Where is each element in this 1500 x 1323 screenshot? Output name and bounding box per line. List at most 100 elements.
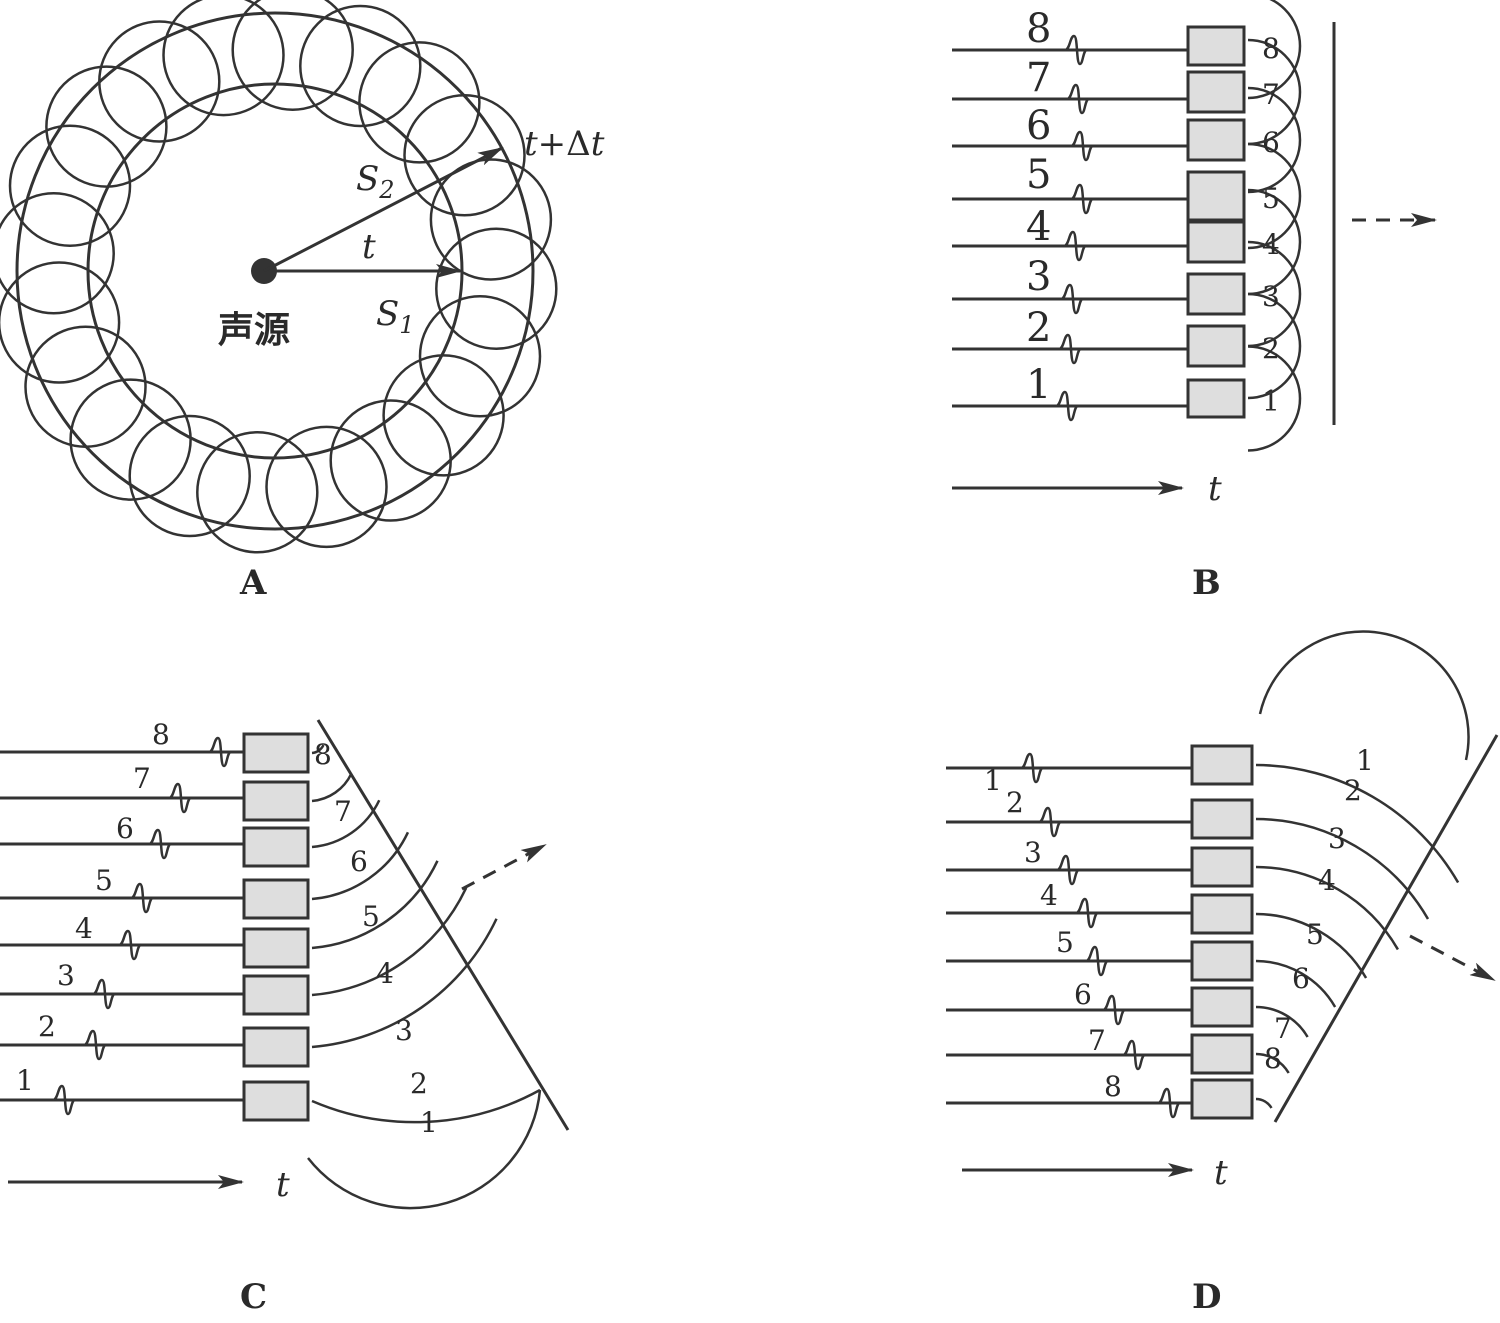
wavelet-arc: [311, 773, 353, 803]
wavelet-circle: [299, 4, 422, 128]
wavelet-circle: [24, 325, 147, 448]
panel-d-label: D: [1192, 1277, 1221, 1317]
transducer-element: [242, 878, 310, 920]
delay-squiggle: [1070, 183, 1094, 215]
transducer-element: [1190, 940, 1254, 982]
transducer-element: [1190, 1033, 1254, 1075]
wavelet-circle: [358, 41, 481, 164]
transducer-element: [1186, 25, 1246, 67]
wavelet-circle: [196, 431, 319, 554]
wavelet-arc: [1255, 817, 1430, 920]
transducer-element: [1190, 1078, 1254, 1120]
element-number: 7: [1088, 1024, 1106, 1057]
wavelet-arc: [1247, 188, 1302, 296]
transducer-element: [1190, 744, 1254, 786]
panel-b-label: B: [1192, 563, 1221, 603]
wavelet-arc: [1247, 0, 1302, 100]
wavelet-arc: [311, 1088, 541, 1124]
transducer-element: [1186, 220, 1246, 264]
wavelet-circle: [435, 227, 558, 350]
element-number: 5: [95, 864, 113, 897]
wavelet-arc: [311, 860, 439, 950]
wavelet-circle: [8, 124, 132, 247]
transducer-element: [242, 1026, 310, 1068]
delay-squiggle: [83, 1029, 107, 1061]
wavelet-number: 5: [1306, 918, 1324, 951]
wavelet-number: 7: [334, 795, 352, 828]
wavelet-arc: [1255, 1097, 1273, 1109]
element-number: 8: [1104, 1070, 1122, 1103]
wavelet-circle: [0, 261, 121, 384]
wavelet-number: 4: [1318, 864, 1336, 897]
wavelet-arc: [1255, 912, 1368, 979]
delay-squiggle: [1075, 897, 1099, 929]
delay-squiggle: [1020, 752, 1044, 784]
wavelet-arc: [311, 831, 410, 901]
wavelet-number: 3: [1262, 280, 1280, 313]
element-number: 2: [38, 1010, 56, 1043]
panel-a-label: A: [239, 563, 267, 603]
wavelet-arc: [311, 744, 325, 755]
wavelet-number: 2: [1262, 332, 1280, 365]
wavelet-number: 1: [1356, 744, 1374, 777]
time-label-d: t: [1214, 1153, 1228, 1193]
delay-squiggle: [148, 828, 172, 860]
wavelet-number: 4: [376, 957, 394, 990]
transducer-element: [1190, 893, 1254, 935]
wavelet-circle: [382, 354, 505, 477]
element-number: 7: [1026, 55, 1051, 101]
transducer-element: [1190, 798, 1254, 840]
wavelet-number: 1: [1262, 385, 1280, 418]
delay-squiggle: [1102, 994, 1126, 1026]
element-number: 1: [16, 1064, 34, 1097]
transducer-element: [1190, 986, 1254, 1028]
wavelet-number: 3: [1328, 822, 1346, 855]
wavelet-number: 2: [410, 1067, 428, 1100]
transducer-element: [1186, 378, 1246, 419]
transducer-element: [1186, 170, 1246, 222]
delay-squiggle: [1085, 945, 1109, 977]
delay-squiggle: [52, 1084, 76, 1116]
t-label: t: [362, 227, 376, 267]
transducer-element: [242, 732, 310, 774]
propagation-arrow-c: [461, 843, 547, 891]
wavelet-arc: [1247, 142, 1302, 250]
element-number: 8: [1026, 6, 1051, 52]
wavefront-d: [1273, 734, 1499, 1123]
element-number: 4: [1026, 204, 1051, 250]
wavelet-number: 5: [1262, 182, 1280, 215]
transducer-element: [1190, 846, 1254, 888]
wavelet-number: 6: [350, 845, 368, 878]
wavelet-arc: [311, 887, 468, 997]
wavelet-circle: [45, 65, 168, 188]
wavelet-number: 7: [1262, 78, 1280, 111]
delay-squiggle: [1070, 130, 1094, 162]
delay-squiggle: [1122, 1039, 1146, 1071]
transducer-element: [242, 826, 310, 868]
wavelet-circle: [403, 94, 526, 217]
wavelet-number: 8: [1262, 32, 1280, 65]
wavelet-arc: [1255, 1052, 1290, 1074]
wavelet-circle: [98, 20, 221, 143]
wavelet-number: 7: [1274, 1012, 1292, 1045]
wavelet-number: 8: [1264, 1042, 1282, 1075]
delay-squiggle: [1056, 854, 1080, 886]
wavelet-circle: [128, 414, 251, 538]
delay-squiggle: [1058, 333, 1082, 365]
t-plus-dt-label: t+Δt: [524, 124, 605, 164]
panel-c-label: C: [240, 1277, 267, 1317]
wavelet-arc: [311, 799, 381, 849]
transducer-element: [242, 927, 310, 969]
wavelet-circle: [0, 192, 115, 315]
delay-squiggle: [118, 929, 142, 961]
element-number: 6: [1026, 103, 1051, 149]
wavelet-arc: [1255, 959, 1337, 1008]
wavelet-arc: [1247, 345, 1302, 452]
huygens-wavelets: [0, 0, 558, 554]
s2-arrow: [263, 146, 504, 273]
delay-squiggle: [1055, 390, 1079, 422]
wavelet-number: 6: [1262, 126, 1280, 159]
